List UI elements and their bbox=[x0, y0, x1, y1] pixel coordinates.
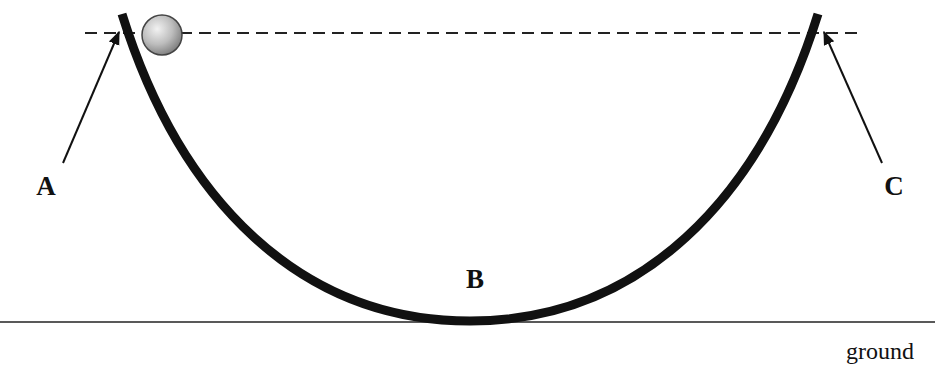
surface-label: ground bbox=[846, 339, 914, 363]
point-label: A bbox=[36, 173, 56, 200]
curved-track bbox=[122, 14, 818, 321]
point-label: B bbox=[466, 266, 484, 293]
pointer-arrow bbox=[63, 32, 119, 163]
point-label: C bbox=[884, 173, 904, 200]
pointer-arrow bbox=[824, 32, 882, 163]
reference-dashed-line bbox=[85, 32, 862, 34]
ball bbox=[142, 15, 182, 55]
